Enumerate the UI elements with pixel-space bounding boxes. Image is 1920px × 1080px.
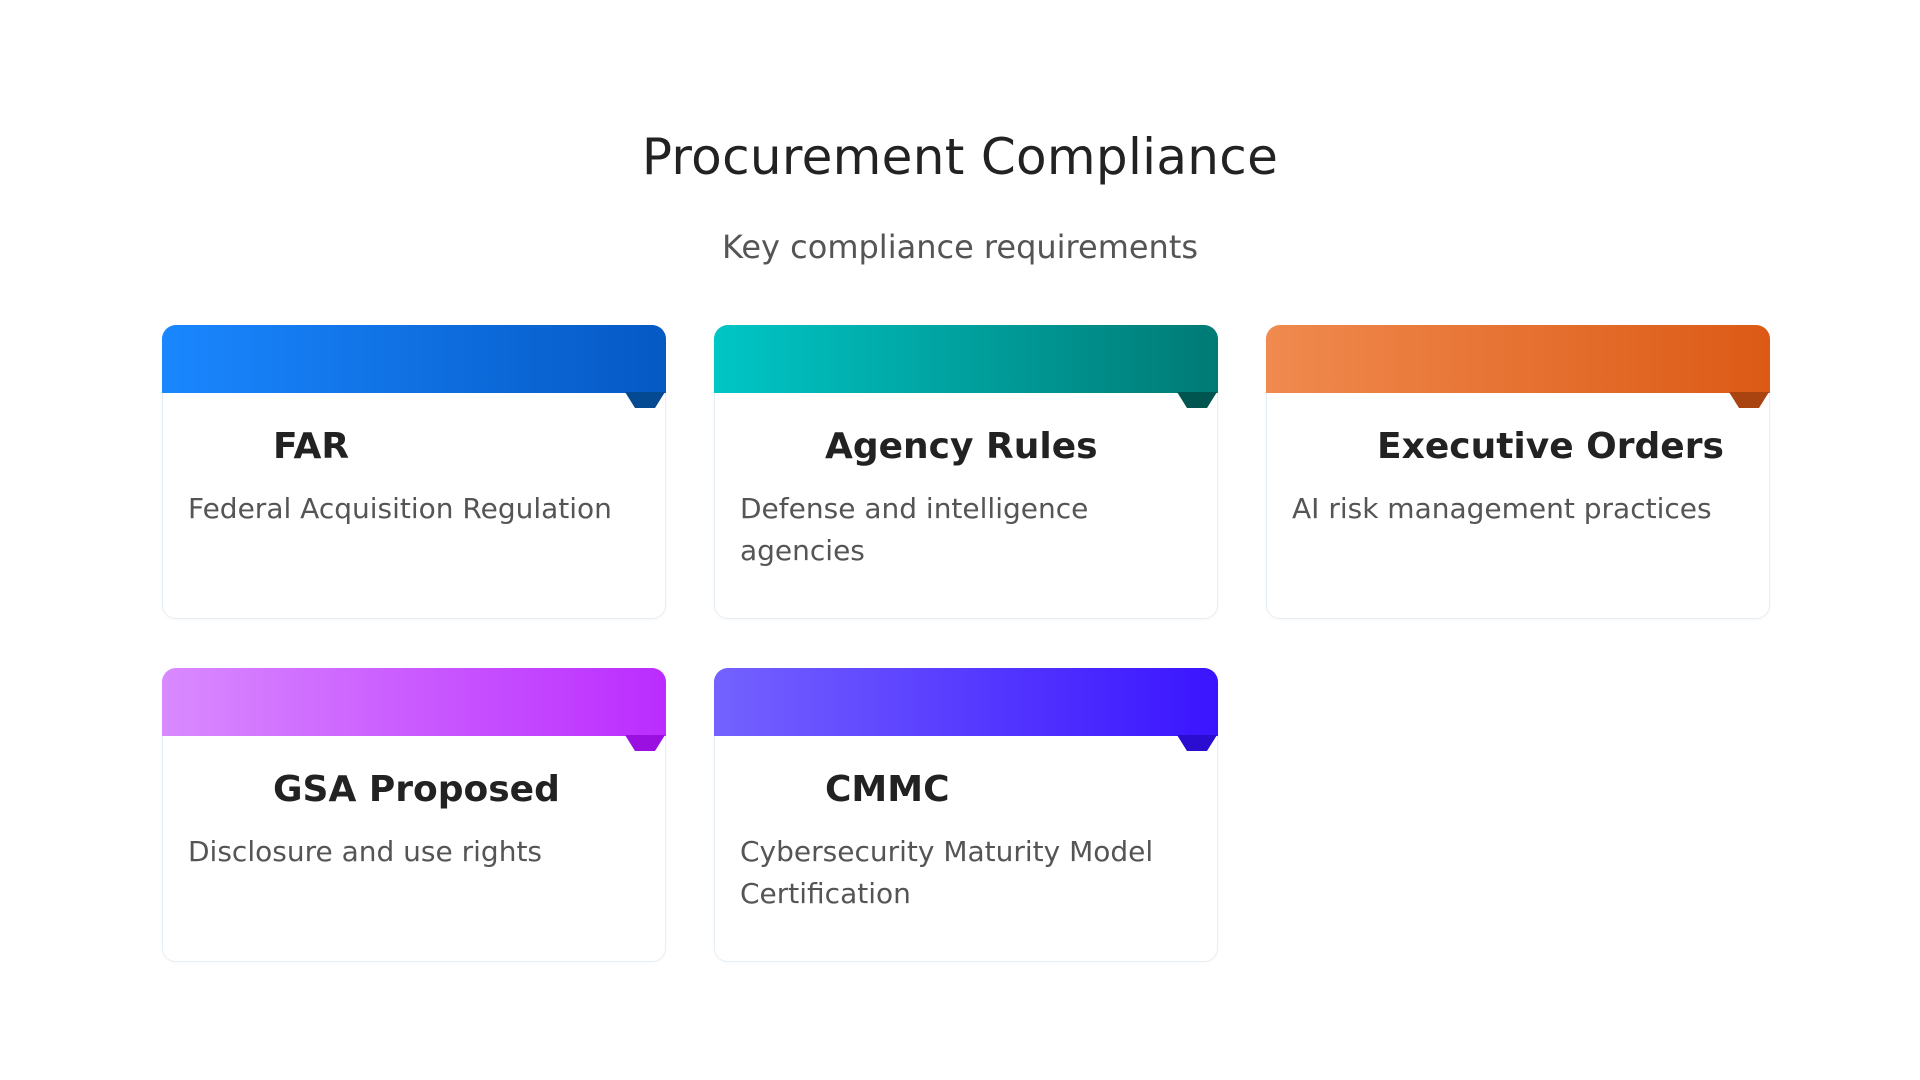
card-description: Disclosure and use rights <box>188 835 543 868</box>
card-title: GSA Proposed <box>273 769 560 810</box>
card-gsa-proposed: GSA Proposed Disclosure and use rights <box>162 668 666 962</box>
card-description: Defense and intelligence agencies <box>740 492 1089 567</box>
card-far: FAR Federal Acquisition Regulation <box>162 325 666 619</box>
card-executive-orders: Executive Orders AI risk management prac… <box>1266 325 1770 619</box>
ribbon-fold <box>1177 735 1217 751</box>
card-title: FAR <box>273 426 350 467</box>
card-description: Federal Acquisition Regulation <box>188 492 612 525</box>
card-ribbon <box>162 668 666 736</box>
card-description: Cybersecurity Maturity Model Certificati… <box>740 835 1154 910</box>
ribbon-fold <box>625 392 665 408</box>
card-title: CMMC <box>825 769 950 810</box>
ribbon-fold <box>1177 392 1217 408</box>
card-agency-rules: Agency Rules Defense and intelligence ag… <box>714 325 1218 619</box>
ribbon-fold <box>625 735 665 751</box>
card-ribbon <box>714 325 1218 393</box>
card-ribbon <box>1266 325 1770 393</box>
page-title: Procurement Compliance <box>641 128 1279 186</box>
card-title: Executive Orders <box>1377 426 1724 467</box>
page-subtitle: Key compliance requirements <box>721 228 1199 266</box>
ribbon-fold <box>1729 392 1769 408</box>
card-title: Agency Rules <box>825 426 1098 467</box>
card-ribbon <box>162 325 666 393</box>
card-description: AI risk management practices <box>1292 492 1712 525</box>
card-cmmc: CMMC Cybersecurity Maturity Model Certif… <box>714 668 1218 962</box>
card-ribbon <box>714 668 1218 736</box>
